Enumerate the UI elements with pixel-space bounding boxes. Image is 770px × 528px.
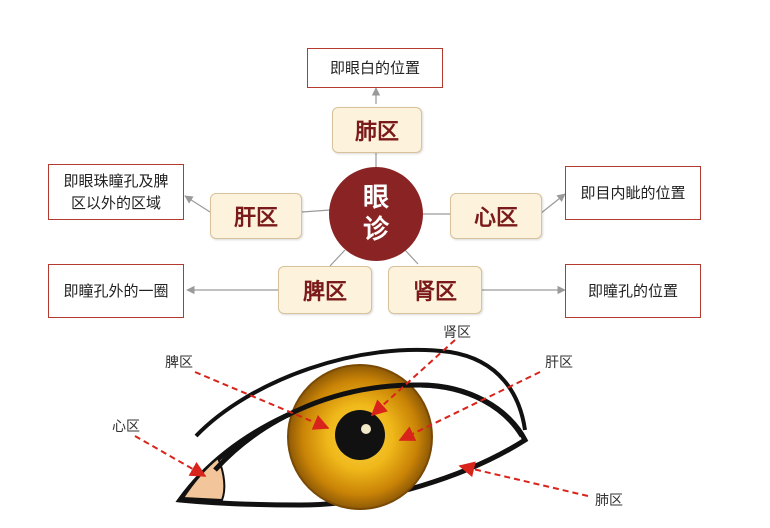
desc-spleen: 即瞳孔外的一圈 [48, 264, 184, 318]
zone-liver: 肝区 [210, 193, 302, 239]
eyelid-crease [194, 347, 527, 438]
connector-lines [184, 87, 566, 295]
eye-label-liver: 肝区 [545, 355, 573, 371]
desc-liver: 即眼珠瞳孔及脾 区以外的区域 [48, 164, 184, 220]
center-label-line1: 眼 [362, 183, 389, 213]
desc-liver-line2: 区以外的区域 [70, 194, 161, 212]
eye-label-kidney: 肾区 [443, 325, 471, 341]
zone-lung: 肺区 [332, 107, 422, 153]
arrow-spleen [194, 371, 330, 430]
desc-heart: 即目内眦的位置 [565, 166, 701, 220]
arrow-lung [458, 461, 589, 497]
center-label-line2: 诊 [362, 215, 389, 245]
arrow-liver [398, 371, 541, 441]
zone-heart: 心区 [450, 193, 542, 239]
desc-kidney: 即瞳孔的位置 [565, 264, 701, 318]
zone-spleen: 脾区 [278, 266, 372, 314]
eye-label-spleen: 脾区 [165, 355, 193, 371]
desc-lung: 即眼白的位置 [307, 48, 443, 88]
eye-arrows [134, 339, 589, 497]
eye-illustration [175, 347, 529, 510]
eye-label-heart: 心区 [112, 419, 140, 435]
center-circle: 眼 诊 [329, 167, 423, 261]
eye-label-lung: 肺区 [595, 493, 623, 509]
pupil [335, 410, 385, 460]
arrow-heart [134, 435, 207, 477]
zone-kidney: 肾区 [388, 266, 482, 314]
pupil-highlight [361, 424, 371, 434]
desc-liver-line1: 即眼珠瞳孔及脾 [63, 172, 169, 190]
arrow-kidney [370, 339, 456, 417]
